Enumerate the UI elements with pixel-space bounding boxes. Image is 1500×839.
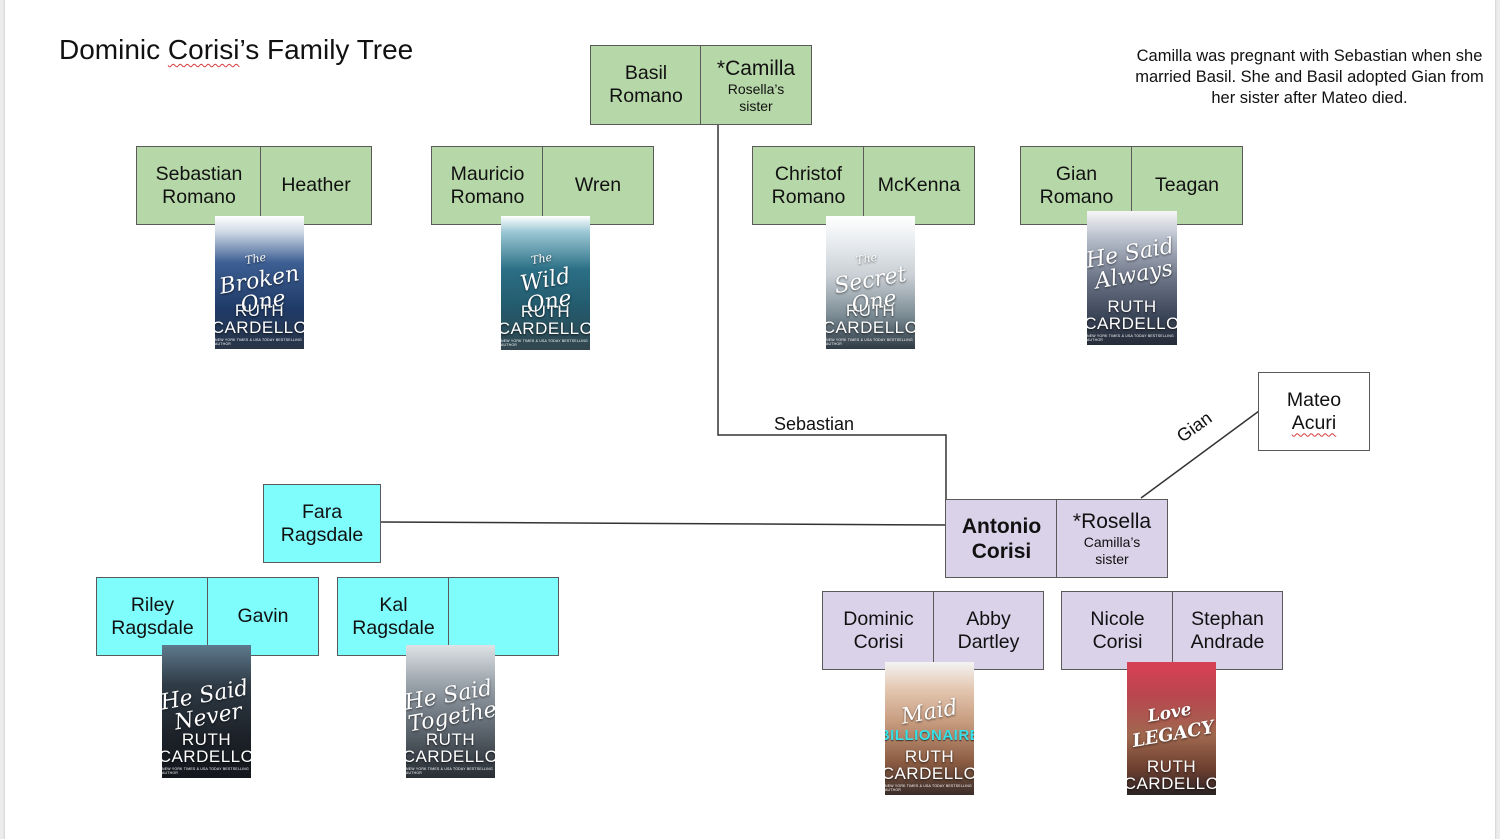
page-title: Dominic Corisi’s Family Tree: [59, 34, 414, 65]
slide-page: Dominic Corisi’s Family Tree Camilla was…: [5, 0, 1495, 839]
nicole-last: Corisi: [1092, 630, 1143, 653]
camilla-name: *Camilla: [716, 56, 796, 80]
antonio-last: Corisi: [971, 539, 1032, 563]
gavin-name: Gavin: [237, 605, 289, 627]
dominic-last: Corisi: [853, 630, 904, 653]
mauricio-first: Mauricio: [450, 162, 525, 185]
person-heather: Heather: [260, 146, 372, 225]
person-riley-ragsdale: Riley Ragsdale: [96, 577, 209, 656]
basil-first: Basil: [624, 62, 668, 84]
christof-first: Christof: [774, 162, 843, 185]
cover-tagline: NEW YORK TIMES & USA TODAY BESTSELLING A…: [501, 339, 588, 347]
person-antonio-corisi: Antonio Corisi: [945, 499, 1058, 578]
fara-last: Ragsdale: [280, 523, 364, 546]
cover-banner: BILLIONAIRE: [885, 727, 974, 744]
dominic-first: Dominic: [843, 607, 914, 630]
christof-last: Romano: [771, 185, 846, 208]
adoption-note: Camilla was pregnant with Sebastian when…: [1135, 47, 1484, 107]
line-mateo-to-gian: [1140, 410, 1260, 499]
person-stephan-andrade: Stephan Andrade: [1172, 591, 1283, 670]
cover-tagline: NEW YORK TIMES & USA TODAY BESTSELLING A…: [1087, 334, 1174, 342]
person-rosella: *Rosella Camilla’s sister: [1056, 499, 1168, 578]
line-camilla-to-sebastian: [717, 124, 947, 499]
basil-last: Romano: [609, 85, 683, 107]
rosella-name: *Rosella: [1072, 510, 1152, 533]
camilla-note-2: sister: [739, 97, 773, 114]
person-mauricio-romano: Mauricio Romano: [431, 146, 544, 225]
wren-name: Wren: [574, 174, 622, 196]
gian-first: Gian: [1055, 162, 1098, 185]
person-kal-partner-empty: [448, 577, 559, 656]
rosella-note-1: Camilla’s: [1083, 534, 1141, 550]
person-sebastian-romano: Sebastian Romano: [136, 146, 262, 225]
riley-last: Ragsdale: [111, 616, 194, 639]
teagan-name: Teagan: [1155, 174, 1219, 196]
nicole-first: Nicole: [1090, 607, 1145, 630]
person-gavin: Gavin: [207, 577, 319, 656]
stephan-first: Stephan: [1191, 607, 1264, 630]
mauricio-last: Romano: [450, 185, 525, 208]
abby-first: Abby: [966, 607, 1011, 630]
camilla-note-1: Rosella’s: [727, 80, 785, 97]
person-basil-romano: Basil Romano: [590, 45, 702, 125]
kal-first: Kal: [379, 593, 408, 616]
cover-tagline: NEW YORK TIMES & USA TODAY BESTSELLING A…: [885, 784, 972, 792]
abby-last: Dartley: [957, 630, 1020, 653]
connector-lines: [380, 124, 1260, 526]
person-kal-ragsdale: Kal Ragsdale: [337, 577, 450, 656]
mateo-last: Acuri: [1291, 411, 1337, 434]
person-christof-romano: Christof Romano: [752, 146, 865, 225]
kal-last: Ragsdale: [352, 616, 435, 639]
cover-tagline: NEW YORK TIMES & USA TODAY BESTSELLING A…: [162, 767, 249, 775]
person-camilla: *Camilla Rosella’s sister: [700, 45, 812, 125]
rosella-note-2: sister: [1095, 551, 1129, 567]
person-mckenna: McKenna: [863, 146, 975, 225]
person-mateo-acuri: Mateo Acuri: [1258, 372, 1370, 451]
fara-first: Fara: [301, 500, 343, 523]
person-gian-romano: Gian Romano: [1020, 146, 1133, 225]
person-teagan: Teagan: [1131, 146, 1243, 225]
person-fara-ragsdale: Fara Ragsdale: [263, 484, 381, 563]
gian-last: Romano: [1039, 185, 1114, 208]
mckenna-name: McKenna: [877, 174, 961, 196]
person-dominic-corisi: Dominic Corisi: [822, 591, 935, 670]
cover-tagline: NEW YORK TIMES & USA TODAY BESTSELLING A…: [406, 767, 493, 775]
person-wren: Wren: [542, 146, 654, 225]
sebastian-last: Romano: [162, 185, 236, 208]
antonio-first: Antonio: [961, 514, 1042, 538]
cover-title: Maid: [899, 695, 960, 730]
cover-tagline: NEW YORK TIMES & USA TODAY BESTSELLING A…: [215, 338, 302, 346]
person-abby-dartley: Abby Dartley: [933, 591, 1044, 670]
heather-name: Heather: [281, 174, 351, 196]
mateo-first: Mateo: [1286, 388, 1342, 411]
link-label-sebastian: Sebastian: [774, 414, 855, 434]
stephan-last: Andrade: [1190, 630, 1265, 653]
cover-tagline: NEW YORK TIMES & USA TODAY BESTSELLING A…: [826, 338, 913, 346]
riley-first: Riley: [130, 593, 175, 616]
sebastian-first: Sebastian: [155, 162, 243, 185]
person-nicole-corisi: Nicole Corisi: [1061, 591, 1174, 670]
line-fara-to-antonio: [380, 521, 947, 526]
